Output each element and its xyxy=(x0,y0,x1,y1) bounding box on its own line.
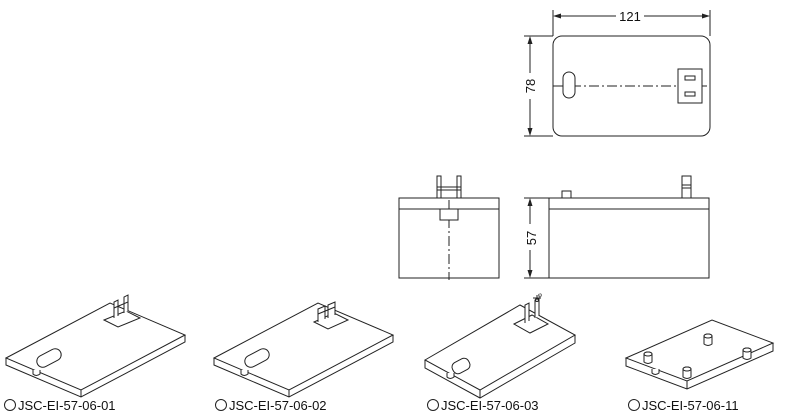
circle-outline-icon xyxy=(4,399,16,411)
front-view xyxy=(398,175,500,280)
socket-pin-upper xyxy=(684,75,696,81)
model-caption-03: JSC-EI-57-06-03 xyxy=(427,398,539,414)
pin-diameter-note: φ xyxy=(538,293,542,299)
side-view-bump xyxy=(561,190,572,199)
height-dimension-label: 57 xyxy=(524,231,539,245)
top-view-slot xyxy=(562,71,576,99)
mounting-posts xyxy=(643,333,752,379)
width-dimension-label: 121 xyxy=(619,9,641,24)
socket-pin-lower xyxy=(684,91,696,97)
isometric-view-model-02 xyxy=(212,301,395,398)
circle-outline-icon xyxy=(215,399,227,411)
top-view-socket xyxy=(677,68,703,104)
model-caption-11: JSC-EI-57-06-11 xyxy=(628,398,739,414)
isometric-view-model-01 xyxy=(4,294,187,398)
model-code: JSC-EI-57-06-01 xyxy=(18,398,116,413)
circle-outline-icon xyxy=(628,399,640,411)
circle-outline-icon xyxy=(427,399,439,411)
side-view-prong xyxy=(681,175,692,199)
depth-dimension: 78 xyxy=(523,35,553,137)
model-code: JSC-EI-57-06-02 xyxy=(229,398,327,413)
depth-dimension-label: 78 xyxy=(523,79,538,93)
front-view-socket-block xyxy=(439,208,459,221)
isometric-view-model-11 xyxy=(624,319,775,390)
side-view-outline xyxy=(548,197,710,279)
width-dimension: 121 xyxy=(552,9,711,36)
side-view xyxy=(548,175,710,279)
model-caption-01: JSC-EI-57-06-01 xyxy=(4,398,116,414)
top-view xyxy=(552,35,711,137)
height-dimension: 57 xyxy=(524,197,549,279)
model-caption-02: JSC-EI-57-06-02 xyxy=(215,398,327,414)
model-code: JSC-EI-57-06-11 xyxy=(642,398,739,413)
model-code: JSC-EI-57-06-03 xyxy=(441,398,539,413)
isometric-view-model-03: φ xyxy=(423,293,577,399)
